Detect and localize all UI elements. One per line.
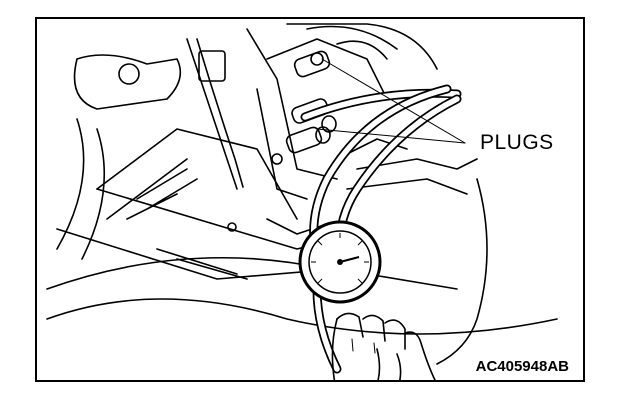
figure-code: AC405948AB	[475, 358, 569, 375]
service-illustration: PLUGS AC405948AB	[35, 17, 585, 382]
callout-leader-lines	[316, 58, 466, 144]
engine-bay-drawing	[46, 23, 558, 365]
plug-fittings	[285, 50, 337, 154]
hand-icon	[331, 312, 436, 380]
plugs-callout-label: PLUGS	[480, 131, 554, 154]
pressure-gauge-icon	[298, 220, 382, 304]
